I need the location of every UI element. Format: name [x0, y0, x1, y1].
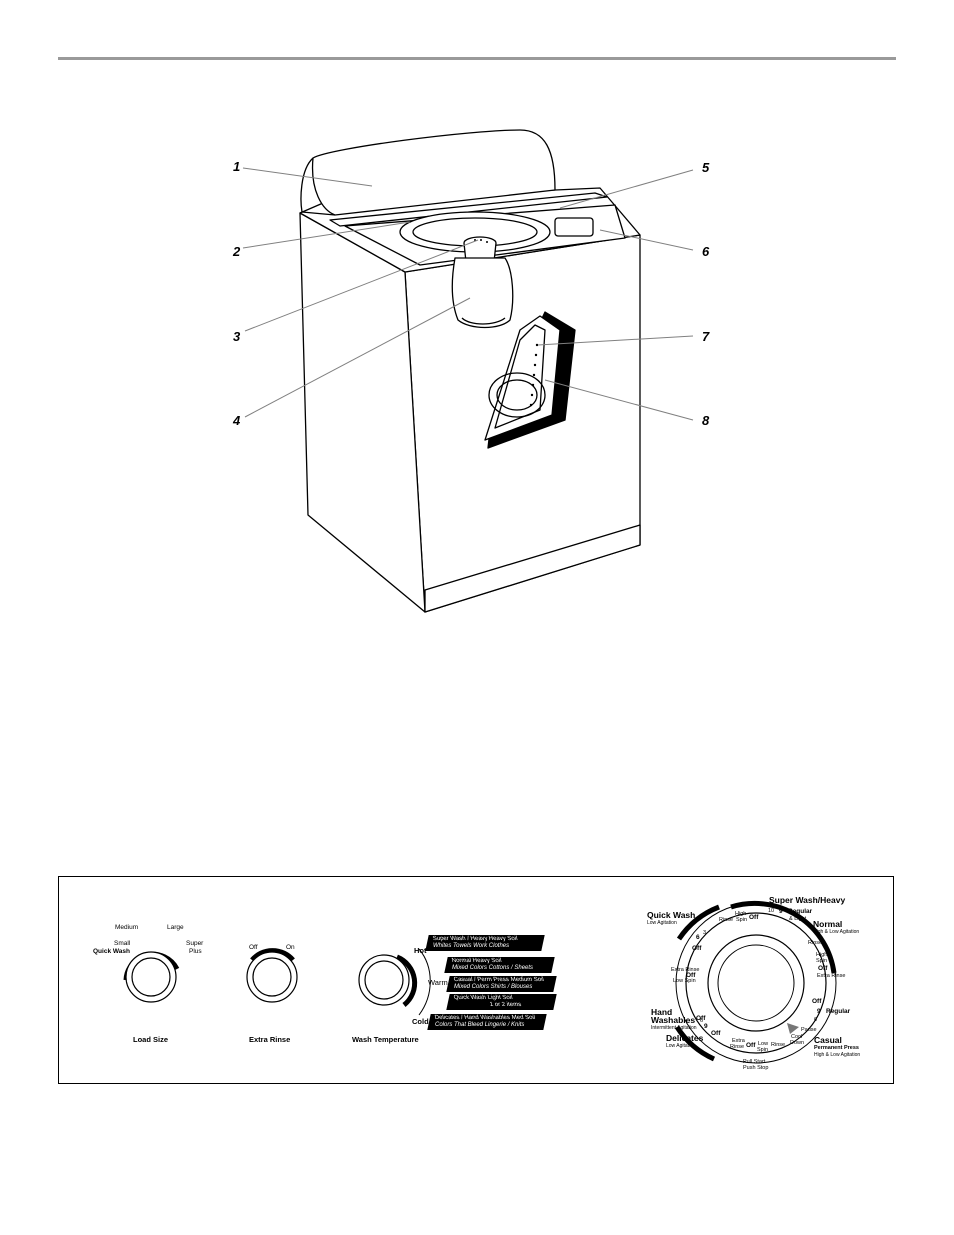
mark-extra-rinse-b2: Rinse — [730, 1044, 745, 1050]
wash-temperature-title: Wash Temperature — [352, 1035, 419, 1044]
mark-high-spin-r2: Spin — [816, 958, 828, 964]
cycle-hand-washables-sub: Intermittent Agitation — [651, 1025, 697, 1031]
cycle-normal: Normal — [813, 919, 843, 929]
mark-del-off: Off — [711, 1030, 721, 1037]
mark-casual-9: 9 — [817, 1008, 821, 1015]
cycle-hand-washables-2: Washables — [651, 1015, 696, 1025]
cycle-quick-wash: Quick Wash — [647, 910, 696, 920]
load-size-quick-wash: Quick Wash — [93, 948, 130, 955]
mark-extra-rinse-b1: Extra — [732, 1038, 745, 1044]
mark-del-6: 6 — [700, 1018, 704, 1024]
cycle-casual-sub: High & Low Agitation — [814, 1052, 861, 1058]
control-panel: Small Quick Wash Medium Large Super Plus… — [58, 876, 894, 1084]
mark-light: & Light — [789, 916, 807, 922]
callout-3: 3 — [233, 329, 241, 344]
mark-casual-regular: Regular — [826, 1008, 851, 1015]
load-size-title: Load Size — [133, 1035, 169, 1044]
temp-warm: Warm — [428, 978, 448, 987]
callout-4: 4 — [233, 413, 241, 428]
dial-pointer — [787, 1023, 799, 1034]
extra-rinse-title: Extra Rinse — [249, 1035, 291, 1044]
mark-super-10: 10 — [768, 908, 775, 914]
extra-rinse-on: On — [286, 944, 295, 951]
cycle-dial[interactable] — [674, 900, 837, 1064]
mark-normal-off: Off — [818, 965, 828, 972]
mark-low-spin-left: Low Spin — [673, 978, 696, 984]
mark-low-spin-b2: Spin — [757, 1047, 769, 1053]
mark-regular: Regular — [788, 908, 813, 915]
cycle-delicates: Delicates — [666, 1033, 704, 1043]
mark-qw-3: 3 — [703, 930, 707, 936]
mark-high-spin-r1: High — [816, 952, 828, 958]
temp-cold: Cold — [412, 1017, 429, 1026]
mark-pull-start: Pull Start — [743, 1059, 766, 1065]
callout-6: 6 — [702, 244, 710, 259]
wash-temperature-knob[interactable] — [358, 948, 431, 1016]
header-rule — [58, 57, 896, 60]
load-size-plus: Plus — [189, 948, 202, 955]
extra-rinse-off: Off — [249, 944, 258, 951]
mark-hw-off: Off — [696, 1015, 706, 1022]
extra-rinse-knob[interactable] — [246, 948, 298, 1003]
mark-casual-off: Off — [812, 998, 822, 1005]
mark-off-top: Off — [749, 914, 759, 921]
mark-super-9: 9 — [779, 908, 783, 915]
mark-extra-rinse-left: Extra Rinse — [671, 967, 700, 973]
mark-del-9: 9 — [704, 1023, 708, 1030]
mark-push-stop: Push Stop — [743, 1065, 769, 1071]
panel-knobs — [123, 900, 837, 1064]
callout-8: 8 — [702, 413, 710, 428]
cycle-super-wash: Super Wash/Heavy — [769, 895, 846, 905]
mark-cool-down-2: Down — [790, 1040, 805, 1046]
load-size-medium: Medium — [115, 924, 139, 931]
mark-low-spin-b1: Low — [758, 1041, 769, 1047]
mark-extra-rinse-off: Off — [686, 972, 696, 979]
load-size-knob[interactable] — [123, 951, 180, 1003]
load-size-super: Super — [186, 940, 204, 947]
cycle-casual: Casual — [814, 1035, 842, 1045]
mark-pause: Pause — [801, 1027, 817, 1033]
callout-7: 7 — [702, 329, 710, 344]
cycle-permanent-press: Permanent Press — [814, 1045, 859, 1051]
mark-high-spin-top-2: Spin — [736, 917, 748, 923]
temp-hot: Hot — [414, 946, 427, 955]
cycle-delicates-sub: Low Agitation — [666, 1043, 696, 1049]
callout-5: 5 — [702, 160, 710, 175]
mark-qw-off: Off — [692, 945, 702, 952]
mark-rinse-bottom: Rinse — [771, 1042, 786, 1048]
load-size-small: Small — [114, 940, 131, 947]
cycle-hand-washables-1: Hand — [651, 1007, 673, 1017]
load-size-large: Large — [167, 924, 184, 931]
mark-casual-6: 6 — [814, 1017, 818, 1023]
mark-bottom-off: Off — [746, 1042, 756, 1049]
mark-rinse-top: Rinse — [719, 917, 734, 923]
callout-2: 2 — [233, 244, 241, 259]
mark-cool-down-1: Cool — [791, 1034, 803, 1040]
cycle-normal-sub: High & Low Agitation — [813, 929, 860, 935]
mark-high-spin-top-1: High — [735, 911, 747, 917]
mark-extra-rinse-right: Extra Rinse — [817, 973, 846, 979]
callout-1: 1 — [233, 159, 241, 174]
mark-qw-6: 6 — [696, 934, 700, 941]
cycle-quick-wash-sub: Low Agitation — [647, 920, 677, 926]
mark-rinse-right: Rinse — [808, 940, 823, 946]
washer-illustration — [242, 129, 694, 613]
